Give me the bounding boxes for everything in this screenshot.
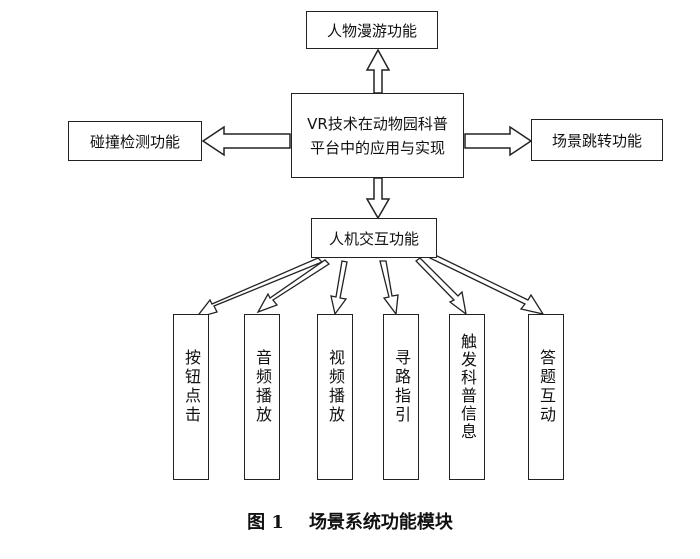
child-label-quiz-interaction: 答题互动 [537, 349, 556, 425]
child-box-popularization-info: 触发科普信息 [449, 314, 485, 480]
fan-arrow-audio [256, 259, 331, 314]
scene-jump-label: 场景跳转功能 [551, 131, 642, 150]
arrow-to-collision [201, 125, 291, 157]
roaming-function-label: 人物漫游功能 [326, 21, 417, 40]
child-box-wayfinding: 寻路指引 [383, 314, 419, 480]
central-topic-line2: 平台中的应用与实现 [309, 138, 445, 157]
child-box-video-playback: 视频播放 [317, 314, 353, 480]
roaming-function-box: 人物漫游功能 [306, 11, 438, 49]
central-topic-line1: VR技术在动物园科普 [307, 114, 448, 133]
child-label-video-playback: 视频播放 [326, 349, 345, 425]
figure-title: 场景系统功能模块 [308, 512, 453, 533]
child-label-wayfinding: 寻路指引 [392, 349, 411, 425]
fan-arrow-wayfinding [379, 260, 399, 316]
central-topic-box: VR技术在动物园科普 平台中的应用与实现 [291, 93, 464, 178]
figure-caption: 图 1 场景系统功能模块 [0, 508, 700, 534]
child-label-button-click: 按钮点击 [182, 349, 201, 425]
arrow-to-scene-jump [464, 125, 533, 157]
scene-jump-box: 场景跳转功能 [531, 119, 663, 161]
child-box-audio-playback: 音频播放 [244, 314, 280, 480]
child-label-popularization-info: 触发科普信息 [458, 333, 477, 441]
collision-detection-label: 碰撞检测功能 [89, 132, 180, 151]
fan-arrow-popularization [415, 257, 467, 316]
arrow-to-roaming [365, 48, 391, 94]
human-computer-interaction-box: 人机交互功能 [311, 218, 437, 258]
figure-number: 图 1 [247, 512, 284, 533]
fan-arrow-quiz [429, 253, 545, 315]
child-box-button-click: 按钮点击 [173, 314, 209, 480]
collision-detection-box: 碰撞检测功能 [68, 121, 202, 161]
child-box-quiz-interaction: 答题互动 [528, 314, 564, 480]
arrow-to-interaction [365, 177, 391, 220]
fan-arrow-video [330, 260, 348, 316]
human-computer-interaction-label: 人机交互功能 [328, 229, 419, 248]
child-label-audio-playback: 音频播放 [253, 349, 272, 425]
